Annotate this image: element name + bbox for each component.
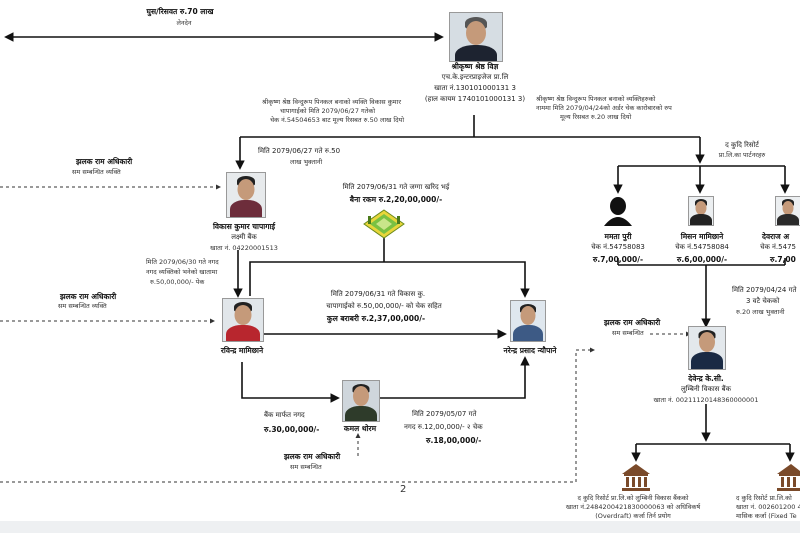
kamal-photo [342, 380, 380, 422]
misan-cheque: चेक नं.54758084 [675, 243, 729, 251]
bottom-band [0, 521, 800, 533]
date-0424-line-2: 3 वटै चेकको [746, 297, 780, 305]
bank-cash-label: बैंक मार्फत नगद [264, 411, 305, 419]
devraj-cheque: चेक नं.5475 [760, 243, 796, 251]
bikash-bank: लक्ष्मी बैंक [231, 233, 257, 241]
line-bikash-narendra [249, 261, 530, 298]
left-branch-note-3: चेक नं.54504653 बाट मूल्य रिसबत रु.50 ला… [270, 116, 405, 124]
bikash-photo [226, 172, 266, 218]
bikash-name: विकास कुमार चापागाई [212, 222, 276, 231]
date-0424-line-3: रु.20 लाख भुक्तानी [736, 308, 785, 316]
jhalak-1-name: झलक राम अधिकारी [76, 157, 133, 166]
rabindra-name: रविन्द्र मामिछाने [220, 346, 264, 355]
devendra-name: देवेन्द्र के.सी. [688, 374, 724, 383]
gold-line-2: बैना रकम रु.2,20,00,000/- [349, 195, 443, 204]
jhalak-4-name: झलक राम अधिकारी [604, 318, 661, 327]
bikash-account: खाता नं. 04220001513 [210, 244, 278, 252]
devraj-name: देवराज अ [762, 232, 790, 241]
bank-1-line-2: खाता नं.2484200421830000063 को अधिविकर्ष [565, 503, 701, 511]
jhalak-1-role: सम सम्बन्धित व्यक्ति [72, 168, 121, 176]
bank-2-line-3: मासिक कर्जा (Fixed Te [736, 512, 797, 520]
bank-2-line-2: खाता नं. 002601200 4 [736, 503, 800, 511]
shreekrishna-account-note: (हाल कायम 1740101000131 3) [424, 95, 526, 103]
dashed-link-bottom [0, 347, 595, 483]
narendra-photo [510, 300, 546, 342]
mamata-amount: रु.7,00,000/- [592, 255, 644, 264]
jhalak-3-name: झलक राम अधिकारी [284, 452, 341, 461]
devendra-account: खाता नं. 00211120148360000001 [653, 396, 759, 404]
right-branch-note-3: मूल्य रिसबत रु.20 लाख दियो [560, 113, 632, 121]
mamata-cheque: चेक नं.54758083 [591, 243, 645, 251]
kamal-name: कमल थोरम [343, 424, 377, 433]
jhalak-2-name: झलक राम अधिकारी [60, 292, 117, 301]
bank-building-icon [777, 464, 800, 491]
date-0507-line-1: मिति 2079/05/07 गते [412, 410, 477, 418]
rabindra-photo [222, 298, 264, 342]
misan-amount: रु.6,00,000/- [676, 255, 728, 264]
mid-transfer-line-3: कुल बराबरी रु.2,37,00,000/- [326, 314, 426, 323]
misan-name: मिसन मामिछाने [680, 232, 724, 241]
devraj-amount: रु.7,00 [770, 255, 796, 264]
right-branch-note-1: श्रीकृष्ण श्रेष्ठ विन्दुरूप पिनकल बनाको … [536, 95, 656, 103]
narendra-name: नरेन्द्र प्रसाद न्यौपाने [503, 346, 557, 355]
date-0627-sub: लाख भुक्तानी [290, 158, 323, 166]
bank-1-line-1: द कुदि रिसोर्ट प्रा.लि.को लुम्बिनी विकास… [577, 494, 689, 502]
page-number: 2 [400, 484, 407, 495]
shreekrishna-company: एच.के.इन्टरप्राइजेज प्रा.लि [441, 73, 509, 81]
cash-0630-line-1: मिति 2079/06/30 गते नगद [146, 258, 219, 266]
gold-line-1: मिति 2079/06/31 गते जग्गा खरिद भई [342, 183, 450, 191]
mid-transfer-line-2: चापागाईको रु.50,00,000/- को चेक सहित [326, 302, 442, 310]
date-0507-line-2: नगद रु.12,00,000/- २ चेक [404, 423, 483, 431]
date-0424-line-1: मिति 2079/04/24 गते [732, 286, 797, 294]
jhalak-3-role: सम सम्बन्धित [290, 463, 322, 471]
d-qudi-line-2: प्रा.लि.का पार्टनरहरु [718, 151, 766, 159]
shreekrishna-photo [449, 12, 503, 62]
date-0627: मिति 2079/06/27 गते रु.50 [258, 147, 341, 155]
bribe-title: घुस/रिसवत रु.70 लाख [146, 7, 214, 16]
land-plot-icon [363, 209, 405, 239]
date-0507-amount: रु.18,00,000/- [426, 436, 482, 445]
cash-0630-line-2: नगद व्यक्तिको भनेको खातामा [146, 268, 218, 276]
bank-building-icon [622, 464, 650, 491]
arrow-kamal-narendra [380, 356, 530, 399]
mid-transfer-line-1: मिति 2079/06/31 गते विकास कु. [330, 290, 426, 298]
left-branch-note-1: श्रीकृष्ण श्रेष्ठ विन्दुरूप पिनकल बनाको … [262, 98, 401, 106]
female-avatar-icon [604, 197, 632, 226]
bribe-sub: लेनदेन [176, 19, 192, 27]
cash-0630-line-3: रु.50,00,000/- पेक [150, 278, 205, 286]
devraj-photo [775, 196, 800, 226]
devendra-bank: लुम्बिनी विकास बैंक [681, 385, 731, 393]
devendra-photo [688, 326, 726, 370]
mamata-name: ममता पुरी [604, 232, 632, 241]
bank-2-line-1: द कुदि रिसोर्ट प्रा.लि.को [736, 494, 792, 502]
shreekrishna-name: श्रीकृष्ण श्रेष्ठ विज्ञ [451, 62, 499, 71]
left-branch-note-2: चापागाईको मिति 2079/06/27 गतेको [280, 107, 376, 115]
bank-1-line-3: (Overdraft) कर्जा तिर्न प्रयोग [595, 512, 671, 520]
arrow-rabindra-kamal [241, 362, 340, 403]
bank-cash-amount: रु.30,00,000/- [264, 425, 320, 434]
d-qudi-line-1: द कुदि रिसोर्ट [725, 141, 759, 149]
jhalak-2-role: सम सम्बन्धित व्यक्ति [58, 302, 107, 310]
shreekrishna-account: खाता नं.130101000131 3 [434, 84, 516, 92]
right-branch-note-2: नाममा मिति 2079/04/24को अर्डर चेक कारोबा… [536, 104, 672, 112]
jhalak-4-role: सम सम्बन्धित [612, 329, 644, 337]
misan-photo [688, 196, 714, 226]
